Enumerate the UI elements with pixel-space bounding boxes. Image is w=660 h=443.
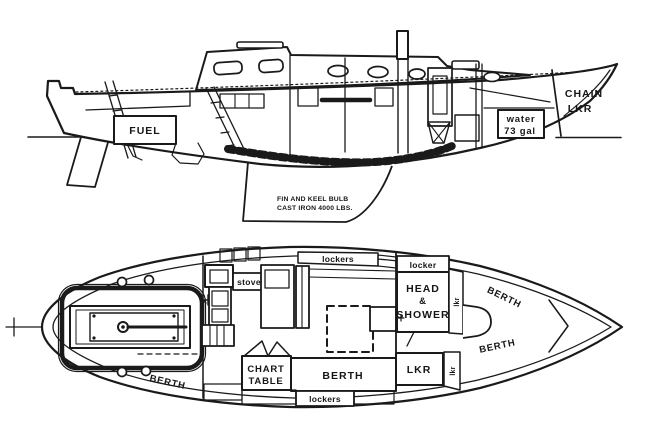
lkr-vert-fwd-label: lkr — [454, 297, 461, 306]
head-label-line2: & — [419, 296, 427, 307]
portlight-3 — [408, 68, 426, 80]
lockers-bottom-ext — [353, 390, 395, 405]
sink-basin — [209, 269, 229, 284]
stove-label: stove — [237, 277, 261, 287]
plan-view: BERTH stove lockers — [5, 245, 624, 409]
mast — [396, 30, 409, 60]
cabin-hatch — [236, 41, 284, 49]
vberth-point — [548, 299, 569, 353]
lkr-aft-label: LKR — [407, 364, 432, 376]
keel-note-line1: FIN AND KEEL BULB — [277, 196, 348, 203]
hull-frames — [224, 142, 456, 167]
fin-keel — [242, 161, 393, 223]
saloon-table-dashed — [326, 305, 374, 353]
sole-dot-4 — [92, 336, 96, 340]
cockpit-seat-line — [85, 105, 191, 111]
lockers-bottom-label: lockers — [309, 394, 341, 404]
lkr-aft-box — [395, 352, 444, 386]
fuel-tank — [113, 115, 177, 145]
berth-main-label: BERTH — [322, 370, 363, 382]
saloon-seat-box — [369, 306, 397, 332]
shaft-detail — [127, 145, 143, 161]
sink — [204, 264, 234, 288]
lockers-top-label: lockers — [322, 254, 354, 264]
head-room — [396, 271, 450, 333]
profile-view: FIN AND KEEL BULB CAST IRON 4000 LBS. — [27, 30, 622, 223]
head-label-line3: SHOWER — [396, 309, 449, 321]
winch-port-aft — [116, 276, 128, 288]
quarter-box — [203, 383, 243, 401]
galley-profile-lockers — [219, 93, 265, 109]
winch-port-fwd — [143, 274, 155, 286]
stove-burner-1 — [211, 290, 229, 307]
water-tank — [497, 109, 545, 139]
berth-main-box — [290, 357, 397, 392]
locker-bow-label: locker — [410, 260, 437, 270]
water-label-line2: 73 gal — [504, 126, 536, 137]
portlight-4 — [483, 71, 501, 83]
sole-dot-1 — [172, 314, 176, 318]
vberth-step-notch — [462, 304, 492, 339]
rudder — [66, 136, 110, 188]
companionway-steps-plan — [201, 324, 235, 347]
companionway-ladder — [205, 86, 245, 151]
saloon-locker-1 — [297, 87, 319, 107]
head-door-panel — [432, 75, 448, 115]
chain-lkr-label-line2: LKR — [568, 103, 593, 115]
saloon-locker-2 — [374, 87, 394, 107]
stem-inner-line — [563, 69, 611, 117]
chart-table-label-line1: CHART — [247, 364, 284, 375]
head-door-profile — [427, 67, 453, 127]
cabin-window-aft1 — [213, 60, 243, 76]
cockpit — [57, 274, 207, 378]
keel-note-line2: CAST IRON 4000 LBS. — [277, 205, 353, 212]
shelf-line-1 — [308, 268, 397, 272]
icebox-lid — [264, 269, 290, 289]
fuel-label: FUEL — [129, 125, 160, 137]
sheer-dotted-line — [75, 71, 581, 93]
chart-table-label-line2: TABLE — [249, 376, 284, 387]
sole-dot-3 — [92, 314, 96, 318]
sole-dot-2 — [172, 336, 176, 340]
cabin-window-aft2 — [258, 58, 284, 74]
winch-stbd-fwd — [140, 365, 152, 377]
deck-box-2 — [233, 247, 247, 262]
portlight-1 — [327, 64, 349, 78]
chain-locker-bulkhead — [551, 69, 562, 137]
foredeck-underside-line — [469, 87, 551, 103]
toilet — [427, 121, 451, 144]
portlight-2 — [367, 65, 389, 79]
head-fitting-cross — [397, 314, 405, 322]
galley: stove — [199, 246, 310, 347]
deck-box-3 — [247, 246, 261, 261]
deck-box-1 — [219, 248, 233, 263]
head-door-swing — [406, 331, 415, 347]
chain-lkr-label-line1: CHAIN — [565, 88, 603, 100]
head-label-line1: HEAD — [406, 283, 440, 295]
stove-burner-2 — [211, 308, 229, 323]
icebox-counter — [260, 264, 295, 329]
fore-hatch — [451, 60, 480, 70]
lkr-vert-aft-box — [443, 351, 461, 391]
winch-stbd-aft — [116, 366, 128, 378]
shelf-line-2 — [308, 276, 397, 280]
tiller-pin — [121, 325, 125, 329]
locker-box-profile — [454, 114, 480, 142]
water-label-line1: water — [506, 114, 536, 125]
engine-outline — [171, 142, 205, 165]
lkr-vert-aft-label: lkr — [450, 366, 457, 375]
